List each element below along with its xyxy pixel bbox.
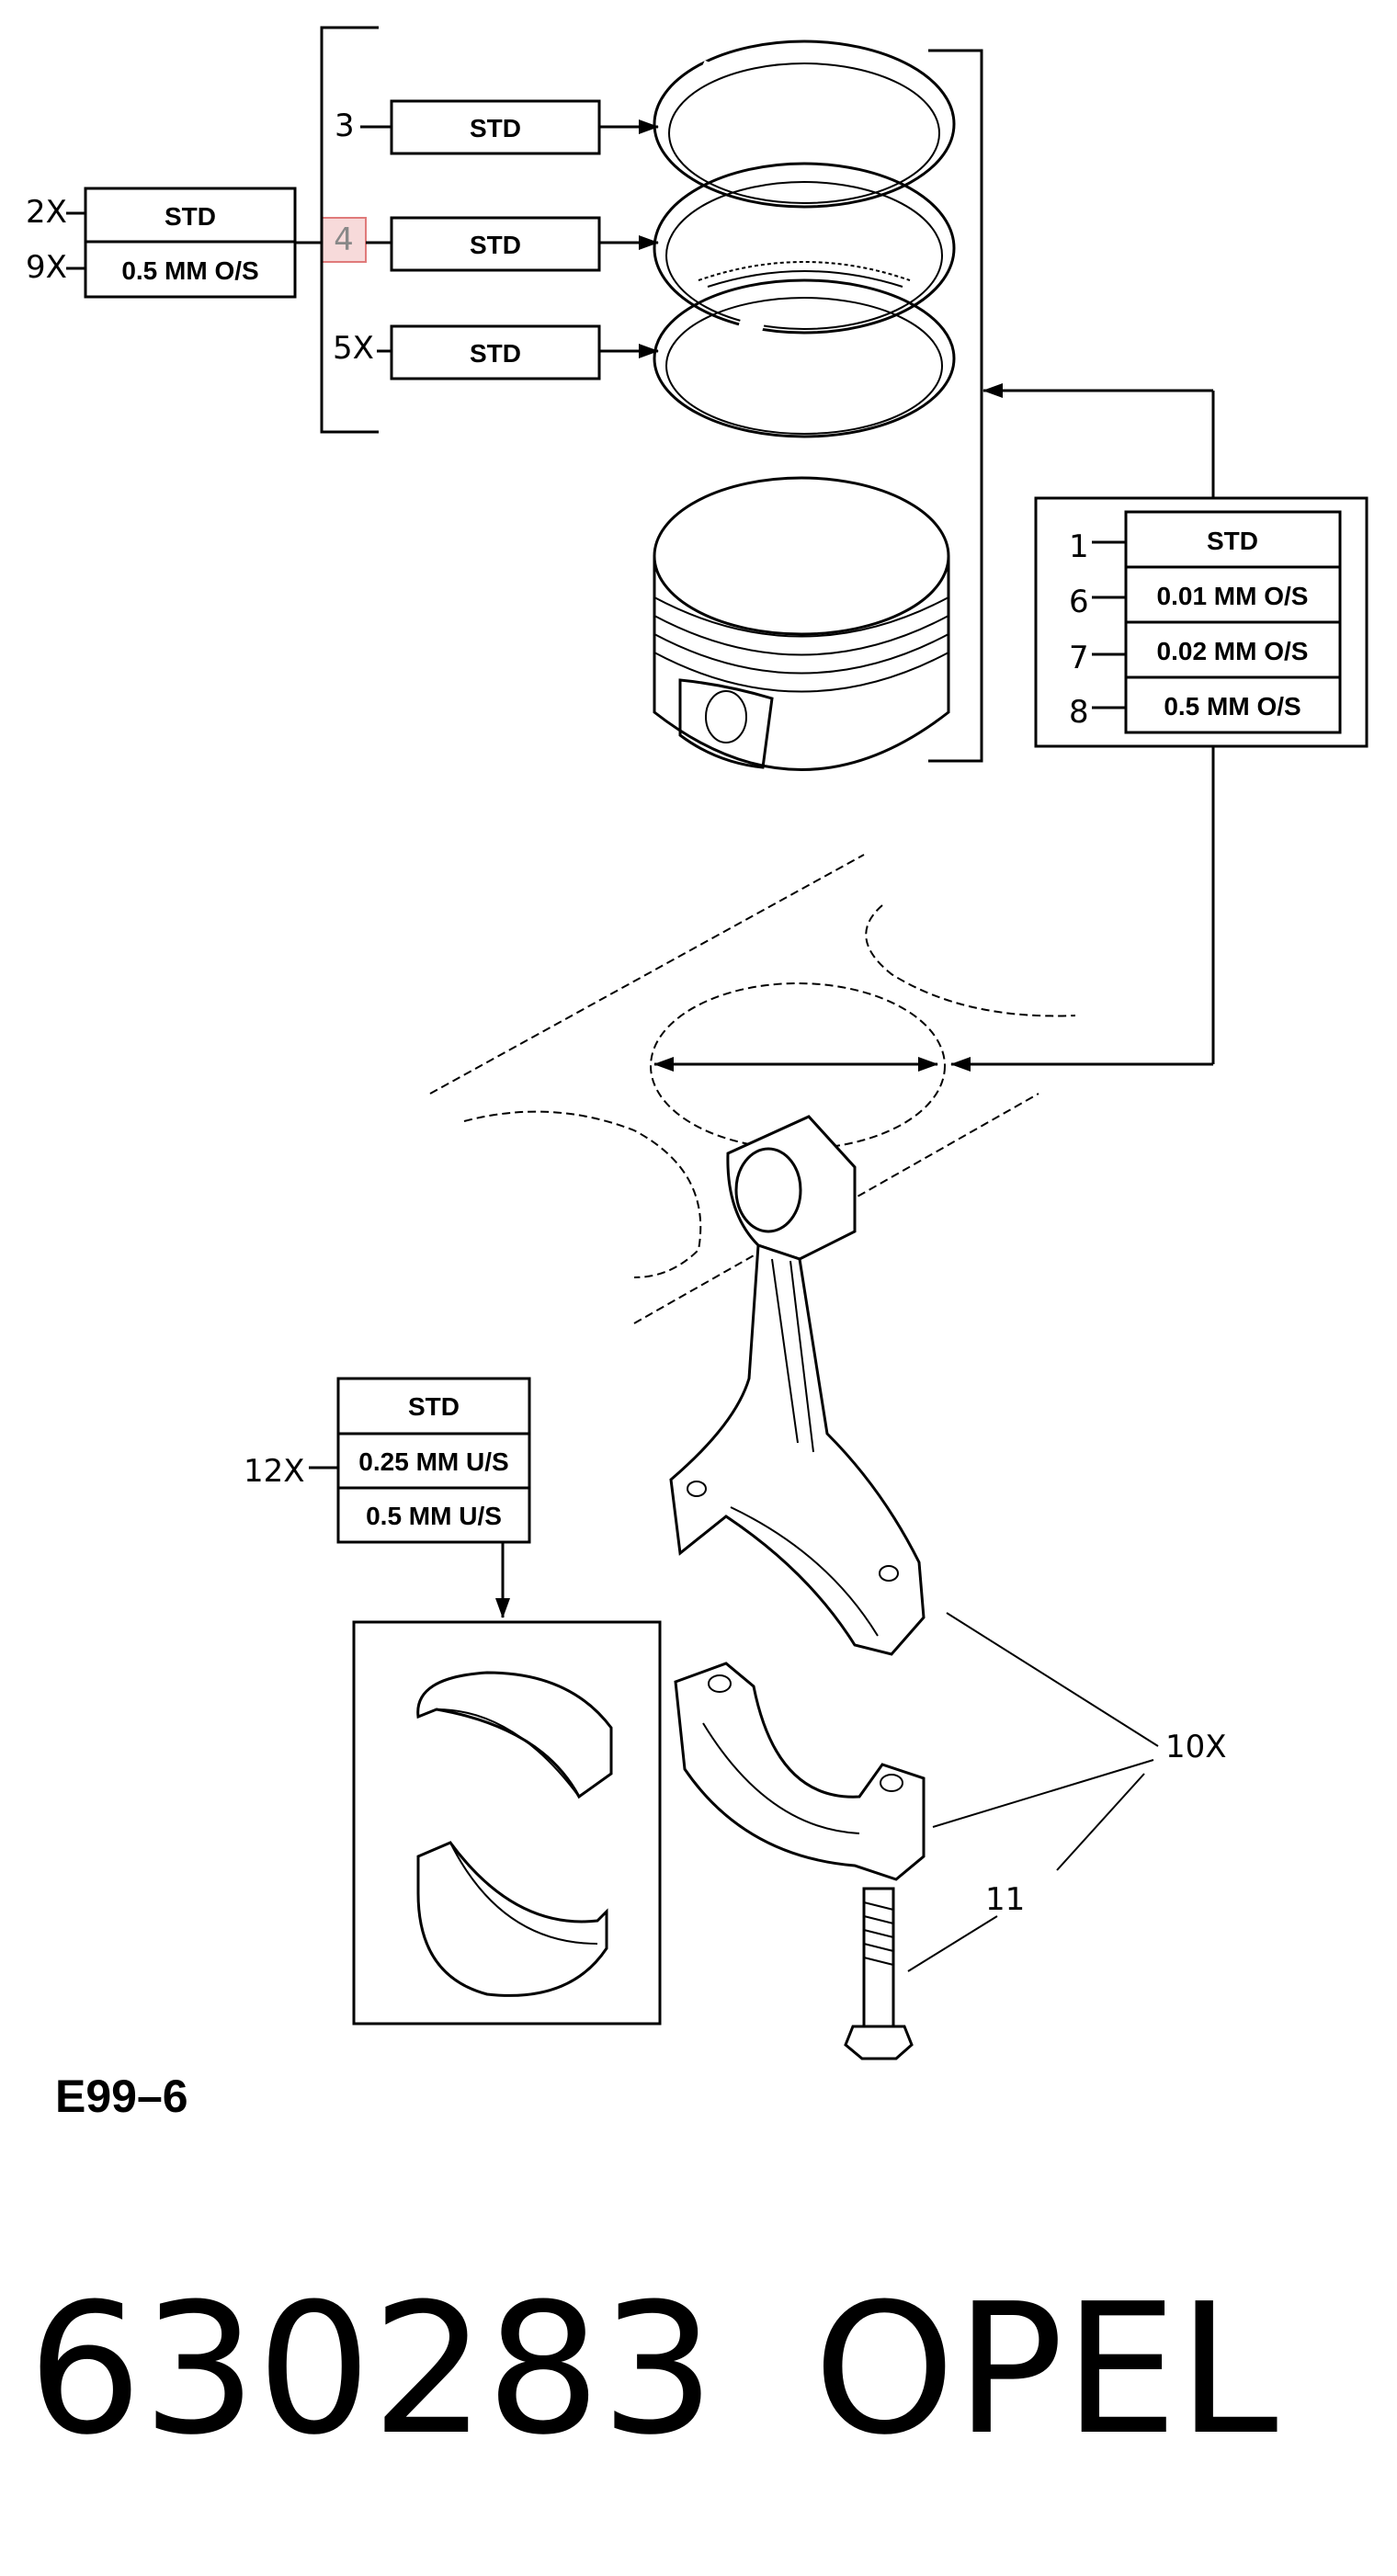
- piston-ring-top-drawing: [653, 40, 956, 209]
- leader-line: [907, 1915, 998, 1972]
- ring-set-qty-os: 9X: [26, 249, 67, 286]
- ring-row-4: STD: [366, 216, 659, 272]
- ring-set-std-label: STD: [165, 202, 216, 231]
- piston-size-group: 1 STD 6 0.01 MM O/S 7 0.02 MM O/S 8 0.5 …: [1034, 496, 1369, 748]
- ring-set-label-group: 2X 9X STD 0.5 MM O/S 4: [26, 187, 367, 299]
- piston-ring-middle-drawing: [653, 162, 956, 335]
- piston-size-num: 8: [1069, 694, 1089, 731]
- part-number: 630283: [28, 2265, 715, 2475]
- bearing-size-label: 0.25 MM U/S: [358, 1447, 508, 1476]
- bearing-size-group: STD 0.25 MM U/S 0.5 MM U/S 12X: [244, 1377, 531, 1618]
- brand-name: OPEL: [813, 2265, 1278, 2475]
- piston-size-num: 7: [1069, 640, 1089, 676]
- piston-drawing: [653, 476, 950, 771]
- ring-set-highlight-num[interactable]: 4: [334, 221, 354, 258]
- ring-set-qty-std: 2X: [26, 194, 67, 231]
- callout-11: 11: [985, 1881, 1025, 1918]
- ring-5-num: 5X: [333, 330, 374, 367]
- piston-size-label: 0.02 MM O/S: [1157, 637, 1309, 665]
- callout-10x: 10X: [1165, 1729, 1227, 1765]
- piston-size-label: 0.5 MM O/S: [1164, 692, 1300, 721]
- bearing-cap-drawing: [674, 1662, 926, 1881]
- bearing-shells-drawing: [352, 1620, 662, 2026]
- ring-row-3: 3 STD: [335, 99, 659, 155]
- piston-size-num: 6: [1069, 584, 1089, 620]
- diagram-code: E99–6: [55, 2071, 188, 2122]
- leader-line: [932, 1759, 1154, 1828]
- ring-set-os-label: 0.5 MM O/S: [121, 256, 258, 285]
- ring-3-num: 3: [335, 108, 355, 144]
- ring-row-5: 5X STD: [333, 324, 659, 380]
- connecting-rod-bolt-drawing: [844, 1887, 914, 2060]
- piston-size-label: 0.01 MM O/S: [1157, 582, 1309, 610]
- ring-5-label: STD: [470, 339, 521, 368]
- bearing-qty: 12X: [244, 1453, 305, 1490]
- bearing-shells-box: [352, 1620, 662, 2026]
- ring-4-label: STD: [470, 231, 521, 259]
- connecting-rod-drawing: [669, 1115, 926, 1656]
- leader-line: [946, 1612, 1159, 1747]
- leader-line: [1056, 1773, 1145, 1871]
- piston-size-outer-box: [1034, 496, 1369, 748]
- piston-size-num: 1: [1069, 528, 1089, 565]
- ring-3-label: STD: [470, 114, 521, 142]
- bearing-size-label: STD: [408, 1392, 460, 1421]
- piston-size-label: STD: [1207, 527, 1258, 555]
- bearing-size-label: 0.5 MM U/S: [366, 1502, 502, 1530]
- ring-bracket: [320, 26, 379, 434]
- bearing-size-box: [336, 1377, 531, 1544]
- piston-bracket: [928, 49, 983, 763]
- oil-ring-drawing: [653, 278, 956, 438]
- cylinder-block-drawing: [429, 854, 1076, 1324]
